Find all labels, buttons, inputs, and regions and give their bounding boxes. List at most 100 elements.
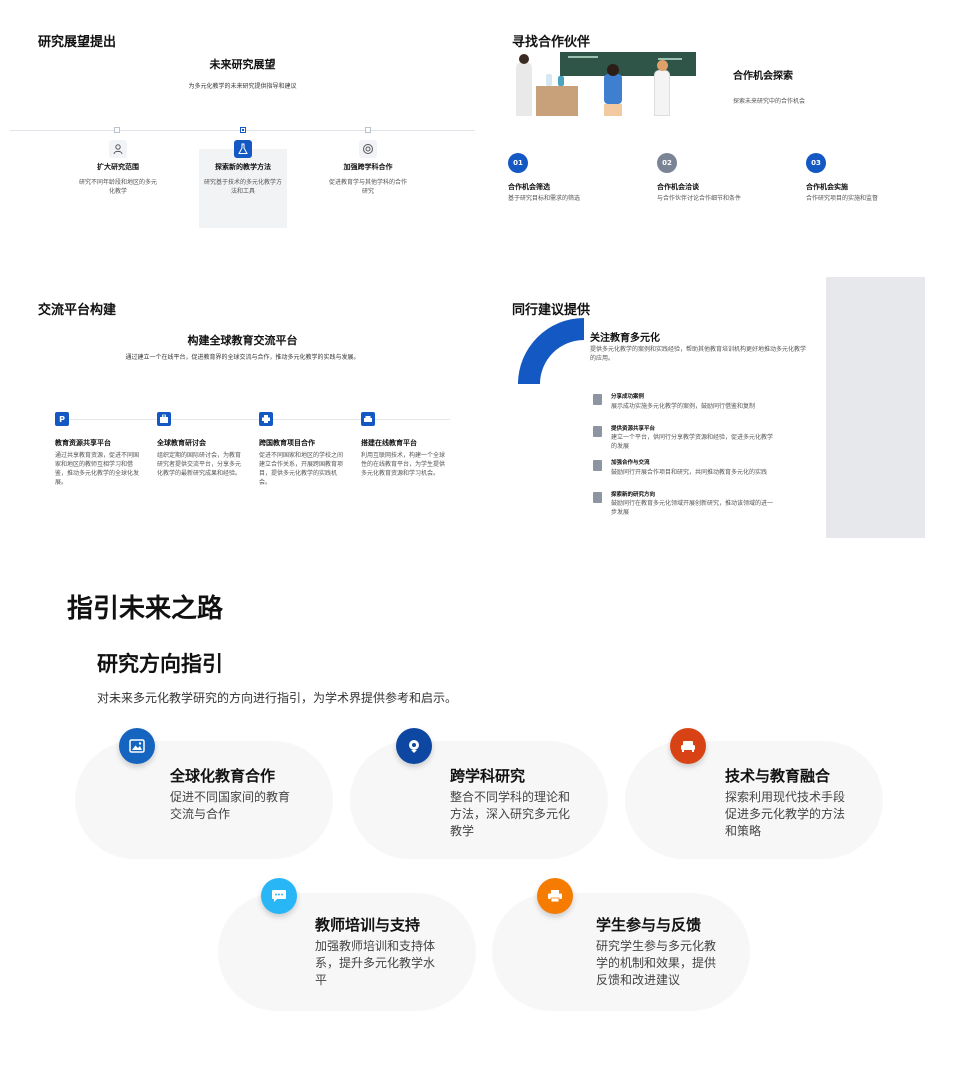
bottom-subtitle: 对未来多元化教学研究的方向进行指引，为学术界提供参考和启示。	[97, 691, 458, 705]
card-title: 教师培训与支持	[315, 916, 421, 934]
step-desc: 合作研究项目的实施和监督	[806, 195, 879, 202]
student-figure	[604, 74, 622, 104]
flask-icon	[234, 140, 252, 158]
panel1-title: 未来研究展望	[209, 58, 276, 71]
advice-item: 加强合作与交流 鼓励同行开展合作项目和研究，共同推动教育多元化的实践	[593, 458, 811, 477]
bottom-heading: 指引未来之路	[67, 594, 224, 624]
guidance-card	[492, 893, 750, 1011]
item-title: 全球教育研讨会	[157, 439, 206, 447]
item-title: 搭建在线教育平台	[361, 439, 417, 447]
panel3-subtitle: 通过建立一个在线平台，促进教育界的全球交流与合作，推动多元化教学的实践与发展。	[125, 354, 360, 361]
parking-icon: P	[55, 412, 69, 426]
guidance-card	[75, 741, 333, 859]
item-title: 扩大研究范围	[97, 163, 139, 171]
advice-item: 提供资源共享平台 建立一个平台，供同行分享教学资源和经验，促进多元化教学的发展	[593, 424, 811, 451]
item-desc: 研究基于技术的多元化教学方法和工具	[203, 179, 282, 195]
step-number: 01	[508, 153, 528, 173]
advice-item: 探索新的研究方向 鼓励同行在教育多元化领域开展创新研究，推动该领域的进一步发展	[593, 490, 811, 517]
document-icon	[593, 492, 602, 503]
item-title: 分享成功案例	[611, 394, 645, 400]
timeline-dot[interactable]	[114, 127, 120, 133]
step-title: 合作机会洽谈	[657, 183, 699, 191]
step-desc: 与合作伙伴讨论合作细节和条件	[657, 195, 742, 202]
partner-step: 01 合作机会筛选 基于研究目标和需求的筛选	[508, 153, 648, 203]
printer-icon	[537, 878, 573, 914]
item-desc: 鼓励同行开展合作项目和研究，共同推动教育多元化的实践	[611, 469, 768, 476]
panel1-subtitle: 为多元化教学的未来研究提供指导和建议	[188, 83, 297, 90]
panel1-heading: 研究展望提出	[38, 35, 117, 50]
item-desc: 通过共享教育资源，促进不同国家和地区的教师互相学习和借鉴，推动多元化教学的全球化…	[55, 452, 140, 486]
target-icon	[359, 140, 377, 158]
item-desc: 组织定期的国际研讨会，为教育研究者提供交流平台，分享多元化教学的最新研究成果和经…	[157, 452, 242, 477]
partner-step: 02 合作机会洽谈 与合作伙伴讨论合作细节和条件	[657, 153, 797, 203]
item-desc: 研究不同年龄段和地区的多元化教学	[78, 179, 157, 195]
step-number: 03	[806, 153, 826, 173]
card-title: 学生参与与反馈	[596, 916, 702, 934]
card-title: 技术与教育融合	[725, 767, 831, 785]
bottom-title: 研究方向指引	[97, 652, 223, 676]
document-icon	[593, 426, 602, 437]
step-number: 02	[657, 153, 677, 173]
item-desc: 促进不同国家和地区的学校之间建立合作关系，开展跨国教育项目，提供多元化教学的实践…	[259, 452, 344, 486]
timeline-dot[interactable]	[365, 127, 371, 133]
sofa-icon	[361, 412, 375, 426]
outlook-item: 探索新的教学方法 研究基于技术的多元化教学方法和工具	[199, 140, 287, 196]
item-title: 加强跨学科合作	[343, 163, 393, 171]
card-desc: 研究学生参与多元化教学的机制和效果，提供反馈和改进建议	[596, 939, 717, 987]
sofa-icon	[670, 728, 706, 764]
panel4-title: 关注教育多元化	[590, 333, 660, 344]
step-desc: 基于研究目标和需求的筛选	[508, 195, 581, 202]
step-title: 合作机会筛选	[508, 183, 550, 191]
chat-icon	[261, 878, 297, 914]
item-desc: 展示成功实施多元化教学的案例，鼓励同行借鉴和复制	[611, 403, 756, 410]
desk	[536, 86, 578, 116]
item-desc: 促进教育学与其他学科的合作研究	[328, 179, 407, 195]
guidance-card	[218, 893, 476, 1011]
image-icon	[119, 728, 155, 764]
platform-item: 全球教育研讨会 组织定期的国际研讨会，为教育研究者提供交流平台，分享多元化教学的…	[157, 412, 245, 478]
divider-line	[60, 419, 450, 420]
card-desc: 促进不同国家间的教育交流与合作	[170, 790, 291, 821]
active-highlight	[199, 149, 287, 228]
user-icon	[109, 140, 127, 158]
item-title: 探索新的研究方向	[611, 492, 656, 498]
card-title: 跨学科研究	[450, 767, 526, 785]
advice-item: 分享成功案例 展示成功实施多元化教学的案例，鼓励同行借鉴和复制	[593, 392, 811, 411]
card-desc: 探索利用现代技术手段促进多元化教学的方法和策略	[725, 790, 846, 838]
printer-icon	[259, 412, 273, 426]
panel3-heading: 交流平台构建	[38, 303, 117, 318]
outlook-item: 加强跨学科合作 促进教育学与其他学科的合作研究	[324, 140, 412, 196]
guidance-card	[350, 741, 608, 859]
item-desc: 鼓励同行在教育多元化领域开展创新研究，推动该领域的进一步发展	[611, 500, 774, 516]
panel2-subtitle: 探索未来研究中的合作机会	[733, 98, 806, 105]
side-block	[826, 277, 925, 538]
item-title: 教育资源共享平台	[55, 439, 111, 447]
platform-item: P 教育资源共享平台 通过共享教育资源，促进不同国家和地区的教师互相学习和借鉴，…	[55, 412, 143, 487]
quarter-arc-graphic	[518, 318, 584, 384]
partner-step: 03 合作机会实施 合作研究项目的实施和监督	[806, 153, 946, 203]
panel2-title: 合作机会探索	[733, 71, 793, 82]
platform-item: 搭建在线教育平台 利用互联网技术，构建一个全球性的在线教育平台，为学生提供多元化…	[361, 412, 449, 478]
location-icon	[396, 728, 432, 764]
teacher-figure	[654, 70, 670, 116]
item-desc: 建立一个平台，供同行分享教学资源和经验，促进多元化教学的发展	[611, 434, 774, 450]
briefcase-icon	[157, 412, 171, 426]
item-title: 探索新的教学方法	[215, 163, 271, 171]
card-desc: 整合不同学科的理论和方法，深入研究多元化教学	[450, 790, 571, 838]
panel4-subtitle: 提供多元化教学的案例和实践经验，帮助其他教育培训机构更好地推动多元化教学的应用。	[590, 346, 807, 362]
timeline-dot-active[interactable]	[240, 127, 246, 133]
step-title: 合作机会实施	[806, 183, 848, 191]
document-icon	[593, 460, 602, 471]
item-desc: 利用互联网技术，构建一个全球性的在线教育平台，为学生提供多元化教育资源和学习机会…	[361, 452, 446, 477]
outlook-item: 扩大研究范围 研究不同年龄段和地区的多元化教学	[74, 140, 162, 196]
panel2-heading: 寻找合作伙伴	[512, 35, 591, 50]
item-title: 提供资源共享平台	[611, 426, 656, 432]
platform-item: 跨国教育项目合作 促进不同国家和地区的学校之间建立合作关系，开展跨国教育项目，提…	[259, 412, 347, 487]
guidance-card	[625, 741, 883, 859]
scientist-figure	[516, 62, 532, 116]
item-title: 加强合作与交流	[611, 460, 650, 466]
card-desc: 加强教师培训和支持体系，提升多元化教学水平	[315, 939, 436, 987]
document-icon	[593, 394, 602, 405]
item-title: 跨国教育项目合作	[259, 439, 315, 447]
classroom-illustration	[508, 52, 696, 116]
